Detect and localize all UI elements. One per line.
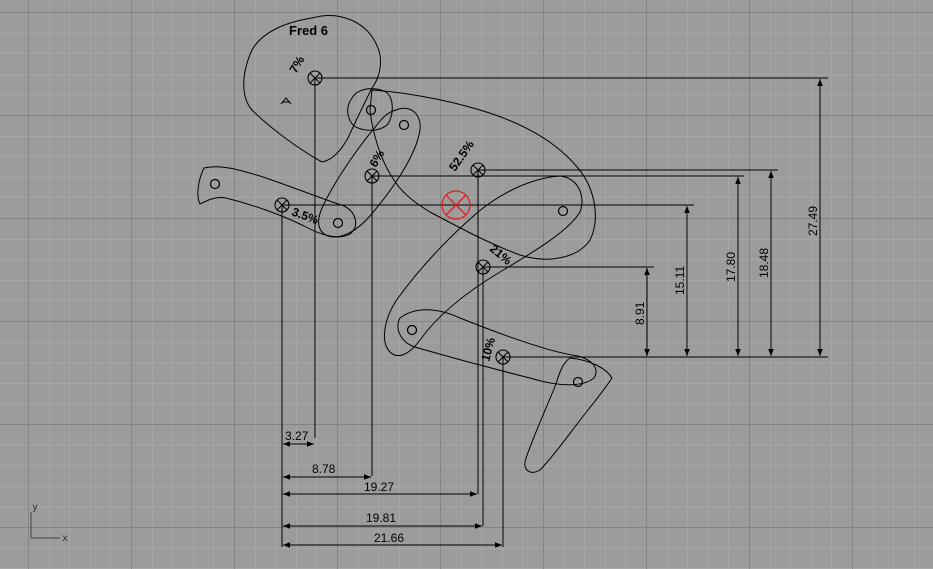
dim-value-19-81: 19.81 — [366, 511, 396, 525]
joint-hole — [365, 104, 377, 116]
com-marker-icon — [475, 259, 491, 275]
direction-mark-glyph — [280, 97, 292, 105]
torso-outline — [369, 89, 596, 260]
foot-outline — [524, 357, 613, 473]
joint-hole — [398, 119, 410, 131]
joint-hole — [332, 217, 344, 229]
neck-link-outline — [347, 88, 393, 131]
vertical-dimension-lines — [644, 79, 823, 356]
com-marker-icon — [307, 70, 323, 86]
dim-value-21-66: 21.66 — [374, 531, 404, 545]
lower-leg-outline — [397, 309, 597, 386]
dim-value-19-27: 19.27 — [364, 480, 394, 494]
dim-value-17-80: 17.80 — [724, 252, 738, 282]
dim-value-8-91: 8.91 — [633, 301, 647, 325]
segment-percent-head: 7% — [286, 53, 307, 75]
upper-arm-outline — [318, 107, 421, 238]
joint-hole — [572, 376, 584, 388]
segment-outlines — [197, 15, 613, 473]
joint-hole — [406, 324, 418, 336]
head-outline — [243, 15, 381, 163]
axis-label-y: y — [32, 502, 38, 513]
segment-percent-thigh: 21% — [487, 242, 515, 268]
forearm-outline — [197, 166, 357, 238]
com-marker-icon — [274, 197, 290, 213]
com-marker-icon — [364, 168, 380, 184]
joint-hole — [557, 205, 569, 217]
segment-percent-lower-leg: 10% — [478, 336, 498, 363]
dim-value-3-27: 3.27 — [285, 429, 309, 443]
joint-hole — [209, 178, 221, 190]
joint-holes — [209, 104, 584, 388]
thigh-outline — [383, 175, 583, 356]
dim-value-18-48: 18.48 — [757, 248, 771, 278]
segment-percent-upper-arm: 6% — [366, 147, 387, 169]
overall-cog-marker-icon — [441, 190, 471, 220]
dim-value-27-49: 27.49 — [806, 206, 820, 236]
dim-value-15-11: 15.11 — [673, 266, 687, 295]
world-axes-icon — [30, 512, 60, 539]
drawing-title: Fred 6 — [289, 23, 328, 38]
extension-lines — [281, 77, 828, 547]
segment-com-markers — [274, 70, 511, 365]
dim-value-8-78: 8.78 — [312, 462, 336, 476]
com-marker-icon — [470, 162, 486, 178]
horizontal-dimension-lines — [283, 441, 502, 548]
com-marker-icon — [495, 349, 511, 365]
axis-label-x: x — [62, 533, 68, 544]
